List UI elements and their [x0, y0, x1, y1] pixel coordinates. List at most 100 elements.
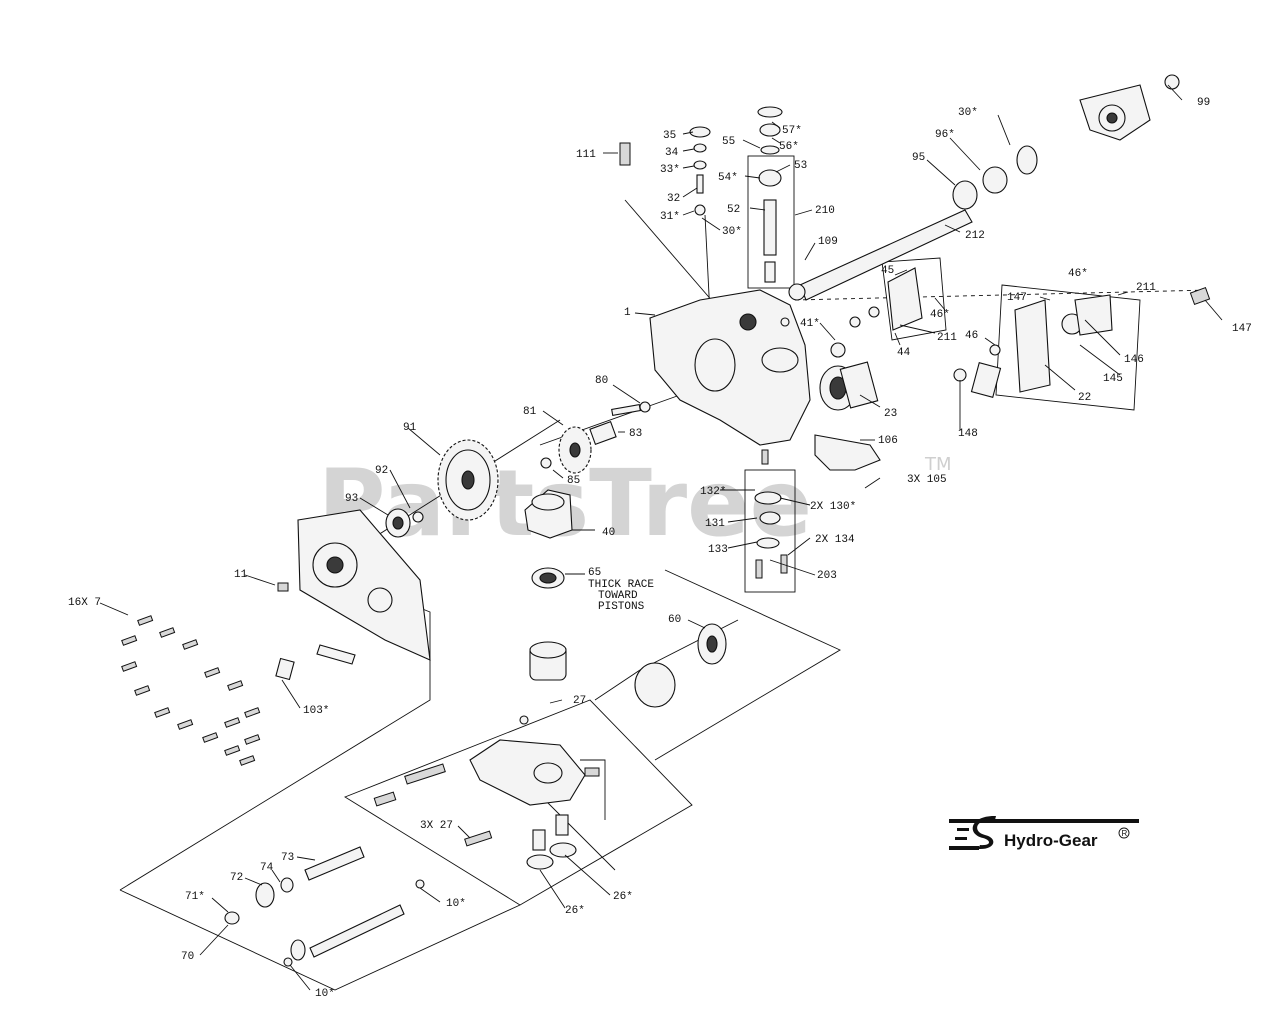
- callout-54: 54*: [718, 172, 738, 184]
- registered-mark: R: [1122, 829, 1128, 838]
- frame-bottom-guide: [119, 889, 521, 991]
- pump-shafts: [224, 846, 425, 967]
- callout-70: 70: [181, 951, 194, 963]
- frame-right-guide: [654, 569, 841, 761]
- callout-30b: 30*: [958, 107, 978, 119]
- bolt-set: [121, 582, 289, 766]
- callout-71: 71*: [185, 891, 205, 903]
- callout-toward: TOWARD: [598, 590, 638, 602]
- callout-80: 80: [595, 375, 608, 387]
- callout-46b: 46*: [930, 309, 950, 321]
- callout-83: 83: [629, 428, 642, 440]
- main-housing: [649, 289, 811, 446]
- callout-147b: 147: [1232, 323, 1252, 335]
- callout-74: 74: [260, 862, 274, 874]
- callout-111: 111: [576, 149, 596, 161]
- callout-95: 95: [912, 152, 925, 164]
- callout-53: 53: [794, 160, 807, 172]
- callout-44: 44: [897, 347, 911, 359]
- brand-logo: Hydro-Gear R: [949, 815, 1139, 850]
- assembly-outlines: [119, 155, 1211, 991]
- frame-brake-group: [995, 284, 1141, 411]
- small-valve-parts: [619, 126, 711, 216]
- cylinder-blocks: [529, 623, 727, 708]
- callout-211b: 211: [937, 332, 957, 344]
- frame-bracket-group: [881, 257, 947, 341]
- callout-2x130: 2X 130*: [810, 501, 856, 513]
- callout-52: 52: [727, 204, 740, 216]
- callout-46a: 46*: [1068, 268, 1088, 280]
- callout-92: 92: [375, 465, 388, 477]
- check-valves: [526, 814, 577, 870]
- callout-91: 91: [403, 422, 417, 434]
- callout-23: 23: [884, 408, 897, 420]
- side-cover: [297, 509, 431, 661]
- axle-shaft: [788, 145, 1038, 301]
- callout-10b: 10*: [315, 988, 335, 1000]
- callout-2x134: 2X 134: [815, 534, 855, 546]
- frame-center-section: [344, 699, 693, 906]
- guide-111: [624, 199, 721, 311]
- callout-212: 212: [965, 230, 985, 242]
- callout-99: 99: [1197, 97, 1210, 109]
- callout-109: 109: [818, 236, 838, 248]
- frame-left-guide: [119, 599, 431, 891]
- filter-parts: [754, 449, 788, 579]
- callout-147a: 147: [1007, 292, 1027, 304]
- callout-133: 133: [708, 544, 728, 556]
- bearing-cartridge: [819, 316, 879, 411]
- callout-56: 56*: [779, 141, 799, 153]
- callout-96: 96*: [935, 129, 955, 141]
- frame-valve-group: [747, 155, 795, 289]
- callout-60: 60: [668, 614, 681, 626]
- callout-145: 145: [1103, 373, 1123, 385]
- callout-106: 106: [878, 435, 898, 447]
- callout-3x27: 3X 27: [420, 820, 453, 832]
- callout-31: 31*: [660, 211, 680, 223]
- callout-45: 45: [881, 265, 894, 277]
- callout-203: 203: [817, 570, 837, 582]
- watermark-trademark: TM: [924, 454, 952, 475]
- callout-33: 33*: [660, 164, 680, 176]
- callout-16x7: 16X 7: [68, 597, 101, 609]
- misc-washers: [385, 306, 880, 725]
- large-gear: [437, 439, 499, 521]
- callout-35: 35: [663, 130, 676, 142]
- callout-11: 11: [234, 569, 248, 581]
- callout-211a: 211: [1136, 282, 1156, 294]
- callout-72: 72: [230, 872, 243, 884]
- callout-1: 1: [624, 307, 631, 319]
- wheel-hub: [1079, 74, 1180, 141]
- brand-mark: [949, 815, 1139, 850]
- leader-lines: [99, 84, 1223, 991]
- callout-148: 148: [958, 428, 978, 440]
- callout-30a: 30*: [722, 226, 742, 238]
- frame-filter-group: [744, 469, 796, 593]
- callout-65: 65: [588, 567, 601, 579]
- link-parts: [275, 644, 356, 681]
- guide-brake-axis: [794, 289, 1211, 301]
- callout-pistons: PISTONS: [598, 601, 645, 613]
- callout-3x105: 3X 105: [907, 474, 947, 486]
- valve-column: [757, 106, 783, 283]
- callout-131: 131: [705, 518, 725, 530]
- callout-34: 34: [665, 147, 679, 159]
- callout-labels: 111 35 34 33* 32 31* 30* 57* 55 56* 54* …: [68, 97, 1252, 1000]
- callout-32: 32: [667, 193, 680, 205]
- callout-81: 81: [523, 406, 537, 418]
- callout-132: 132*: [700, 486, 726, 498]
- callout-22: 22: [1078, 392, 1091, 404]
- callout-93: 93: [345, 493, 358, 505]
- callout-210: 210: [815, 205, 835, 217]
- small-gear: [558, 421, 617, 474]
- callout-55: 55: [722, 136, 735, 148]
- callout-thick-race: THICK RACE: [588, 579, 654, 591]
- callout-40: 40: [602, 527, 615, 539]
- callout-41: 41*: [800, 318, 820, 330]
- callout-103: 103*: [303, 705, 329, 717]
- shield-plate: [814, 434, 881, 471]
- callout-57: 57*: [782, 125, 802, 137]
- callout-85: 85: [567, 475, 580, 487]
- callout-146: 146: [1124, 354, 1144, 366]
